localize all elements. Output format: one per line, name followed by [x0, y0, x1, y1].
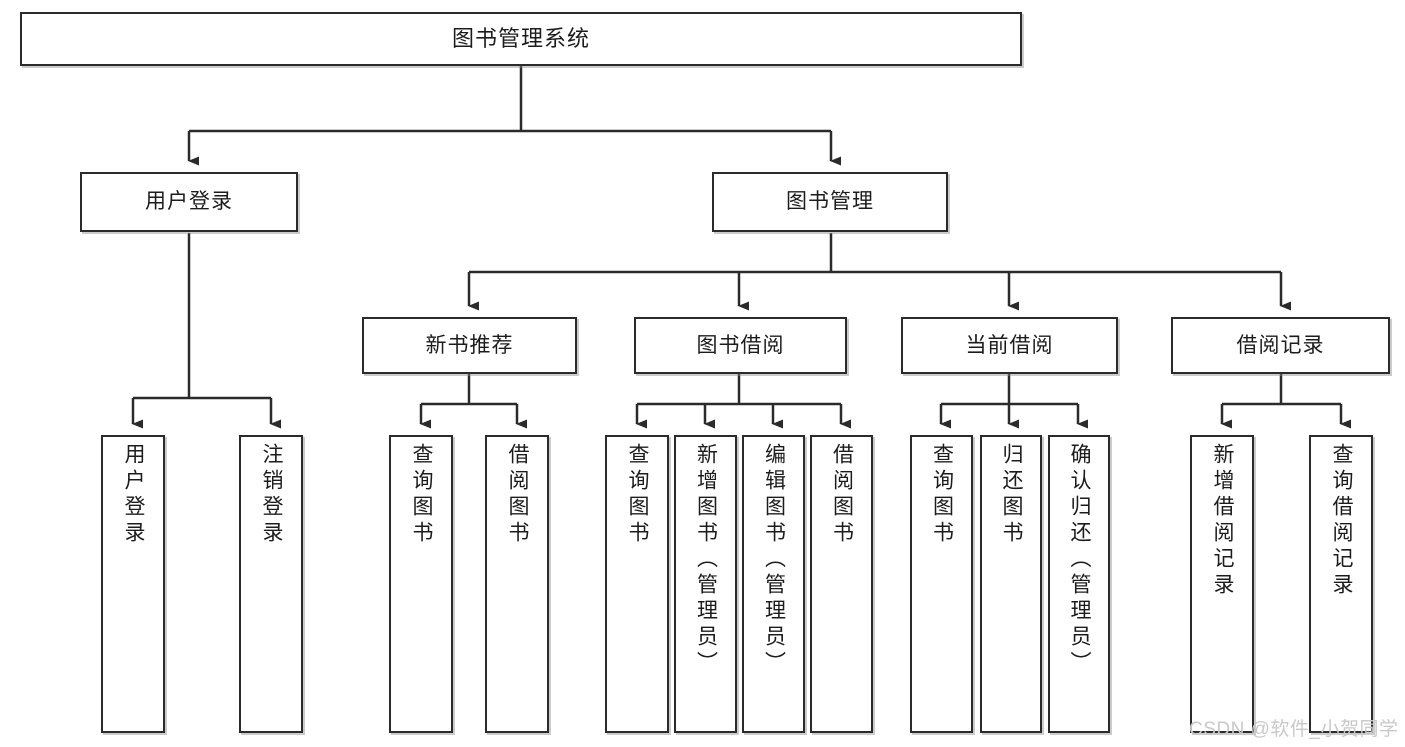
- node-label: 借阅图书: [506, 443, 530, 547]
- node-root-system[interactable]: 图书管理系统: [20, 12, 1022, 66]
- node-label: 当前借阅: [965, 333, 1054, 357]
- leaf-current-query-book[interactable]: 查询图书: [910, 435, 973, 733]
- leaf-record-query-borrow-record[interactable]: 查询借阅记录: [1309, 435, 1373, 733]
- leaf-user-login[interactable]: 用户登录: [101, 435, 165, 733]
- node-label: 注销登录: [260, 443, 284, 547]
- node-label: 新增借阅记录: [1211, 443, 1235, 599]
- leaf-newbook-query-book[interactable]: 查询图书: [389, 435, 453, 733]
- node-label: 用户登录: [145, 190, 233, 214]
- leaf-borrow-add-book-admin[interactable]: 新增图书（管理员）: [674, 435, 737, 733]
- leaf-borrow-edit-book-admin[interactable]: 编辑图书（管理员）: [742, 435, 805, 733]
- leaf-user-logout[interactable]: 注销登录: [239, 435, 303, 733]
- node-book-borrow[interactable]: 图书借阅: [634, 317, 847, 374]
- node-label: 查询图书: [626, 443, 650, 547]
- node-label: 用户登录: [122, 443, 146, 547]
- node-label: 新增图书（管理员）: [694, 443, 718, 677]
- node-label: 编辑图书（管理员）: [762, 443, 786, 677]
- node-label: 查询图书: [410, 443, 434, 547]
- leaf-current-return-book[interactable]: 归还图书: [980, 435, 1042, 733]
- leaf-newbook-borrow-book[interactable]: 借阅图书: [485, 435, 549, 733]
- node-user-login[interactable]: 用户登录: [80, 172, 298, 232]
- node-new-book-recommend[interactable]: 新书推荐: [362, 317, 577, 374]
- leaf-borrow-query-book[interactable]: 查询图书: [605, 435, 669, 733]
- node-borrow-record[interactable]: 借阅记录: [1171, 317, 1390, 374]
- node-label: 图书管理系统: [451, 25, 590, 51]
- node-label: 确认归还（管理员）: [1068, 443, 1092, 677]
- node-label: 借阅记录: [1236, 333, 1325, 357]
- node-book-management[interactable]: 图书管理: [712, 172, 948, 232]
- node-label: 查询图书: [930, 443, 954, 547]
- node-label: 图书管理: [786, 190, 874, 214]
- node-label: 图书借阅: [696, 333, 785, 357]
- node-label: 新书推荐: [425, 333, 514, 357]
- leaf-current-confirm-return-admin[interactable]: 确认归还（管理员）: [1048, 435, 1110, 733]
- node-current-borrow[interactable]: 当前借阅: [901, 317, 1118, 374]
- watermark: CSDN @软件_小贺同学: [1189, 719, 1399, 740]
- leaf-borrow-borrow-book[interactable]: 借阅图书: [810, 435, 873, 733]
- node-label: 归还图书: [1000, 443, 1024, 547]
- node-label: 查询借阅记录: [1330, 443, 1354, 599]
- node-label: 借阅图书: [830, 443, 854, 547]
- leaf-record-add-borrow-record[interactable]: 新增借阅记录: [1190, 435, 1254, 733]
